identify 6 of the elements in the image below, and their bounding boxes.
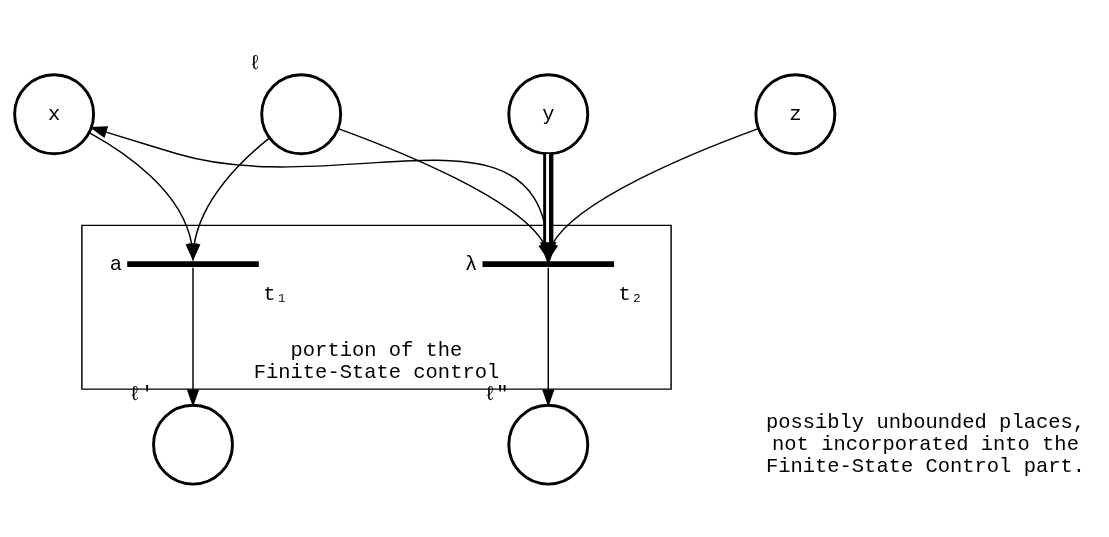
- node-label: ℓ: [249, 52, 262, 76]
- label: possibly unbounded places, not incorporated into the Finite-State Control part.: [765, 411, 1086, 479]
- node-label: a: [109, 252, 122, 276]
- node-label: λ: [464, 252, 478, 276]
- node-label: t₁: [263, 283, 288, 307]
- node-label: t₂: [618, 283, 644, 307]
